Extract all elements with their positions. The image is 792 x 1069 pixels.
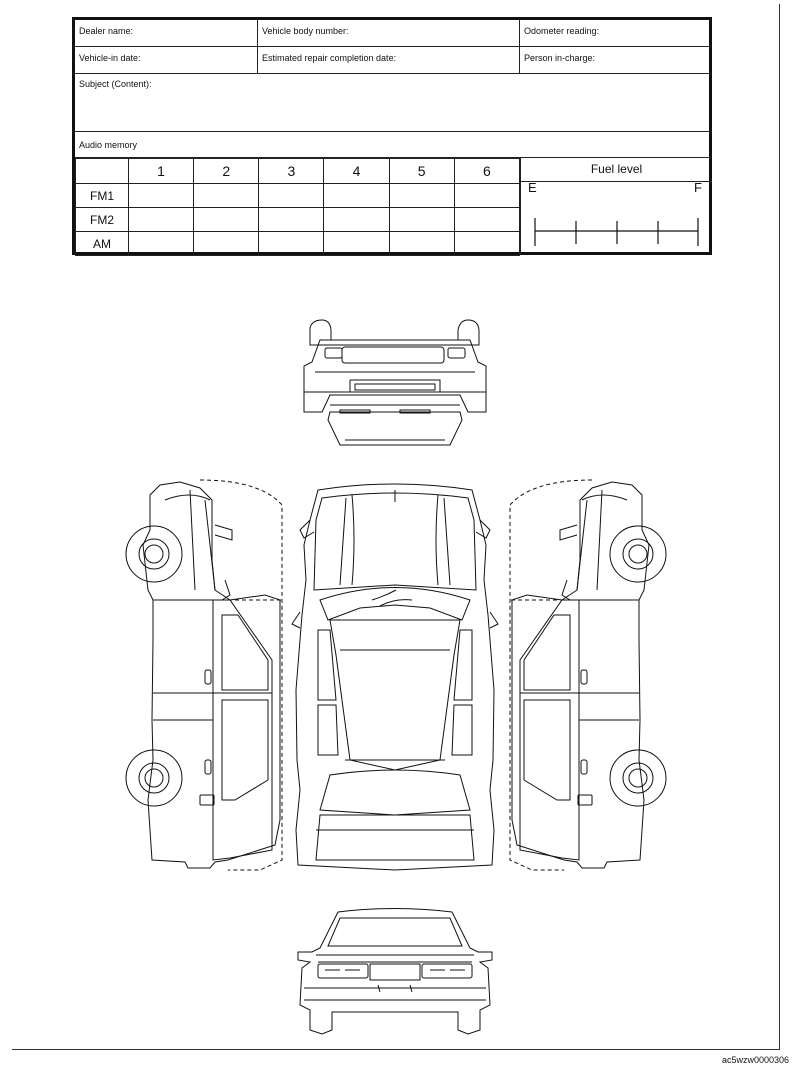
fuel-title-divider xyxy=(521,181,712,182)
estimated-repair-completion-label: Estimated repair completion date: xyxy=(262,53,397,63)
column-header-2: 2 xyxy=(193,158,260,184)
column-header-5: 5 xyxy=(388,158,455,184)
fuel-level-panel: Fuel level E F xyxy=(520,158,712,255)
fm2-preset-5-cell[interactable] xyxy=(388,207,455,232)
inspection-form: Dealer name: Vehicle body number: Odomet… xyxy=(72,17,712,256)
audio-memory-label: Audio memory xyxy=(79,140,138,150)
form-row-1: Dealer name: Vehicle body number: Odomet… xyxy=(75,20,709,47)
vehicle-body-number-field[interactable]: Vehicle body number: xyxy=(257,20,519,46)
audio-memory-table: 1 2 3 4 5 6 FM1 FM2 AM xyxy=(75,158,521,256)
row-label-am: AM xyxy=(75,231,129,256)
vehicle-in-date-field[interactable]: Vehicle-in date: xyxy=(75,47,257,73)
odometer-reading-field[interactable]: Odometer reading: xyxy=(519,20,709,46)
fm2-preset-4-cell[interactable] xyxy=(323,207,390,232)
fm1-preset-3-cell[interactable] xyxy=(258,183,325,208)
audio-memory-row-am: AM xyxy=(75,231,521,256)
am-preset-6-cell[interactable] xyxy=(453,231,521,256)
subject-label: Subject (Content): xyxy=(79,79,152,89)
car-top-view-icon[interactable] xyxy=(291,483,499,871)
dealer-name-label: Dealer name: xyxy=(79,26,134,36)
column-header-6: 6 xyxy=(453,158,521,184)
audio-memory-row-fm1: FM1 xyxy=(75,183,521,208)
fm2-preset-1-cell[interactable] xyxy=(127,207,195,232)
document-code: ac5wzw0000306 xyxy=(721,1055,789,1065)
am-preset-2-cell[interactable] xyxy=(193,231,260,256)
fuel-gauge-scale[interactable] xyxy=(521,158,711,255)
form-row-2: Vehicle-in date: Estimated repair comple… xyxy=(75,47,709,74)
audio-memory-row: Audio memory xyxy=(75,132,709,158)
sheet-frame xyxy=(12,4,780,1050)
row-label-fm1: FM1 xyxy=(75,183,129,208)
car-left-side-view-icon[interactable] xyxy=(125,479,283,871)
dealer-name-field[interactable]: Dealer name: xyxy=(75,20,257,46)
fuel-level-title: Fuel level xyxy=(590,162,643,176)
am-preset-5-cell[interactable] xyxy=(388,231,455,256)
vehicle-body-number-label: Vehicle body number: xyxy=(262,26,349,36)
car-front-view-icon[interactable] xyxy=(303,319,487,446)
car-right-side-view-icon[interactable] xyxy=(509,479,667,871)
fuel-full-label: F xyxy=(694,180,702,195)
car-rear-view-icon[interactable] xyxy=(297,908,493,1035)
subject-field[interactable]: Subject (Content): xyxy=(75,74,709,131)
person-in-charge-label: Person in-charge: xyxy=(524,53,596,63)
subject-row: Subject (Content): xyxy=(75,74,709,132)
am-preset-3-cell[interactable] xyxy=(258,231,325,256)
fuel-empty-label: E xyxy=(528,180,537,195)
audio-memory-corner-cell xyxy=(75,158,129,184)
vehicle-in-date-label: Vehicle-in date: xyxy=(79,53,141,63)
audio-memory-header: Audio memory xyxy=(75,132,709,157)
estimated-repair-completion-field[interactable]: Estimated repair completion date: xyxy=(257,47,519,73)
audio-memory-row-fm2: FM2 xyxy=(75,207,521,232)
fm2-preset-3-cell[interactable] xyxy=(258,207,325,232)
am-preset-1-cell[interactable] xyxy=(127,231,195,256)
person-in-charge-field[interactable]: Person in-charge: xyxy=(519,47,709,73)
odometer-reading-label: Odometer reading: xyxy=(524,26,600,36)
